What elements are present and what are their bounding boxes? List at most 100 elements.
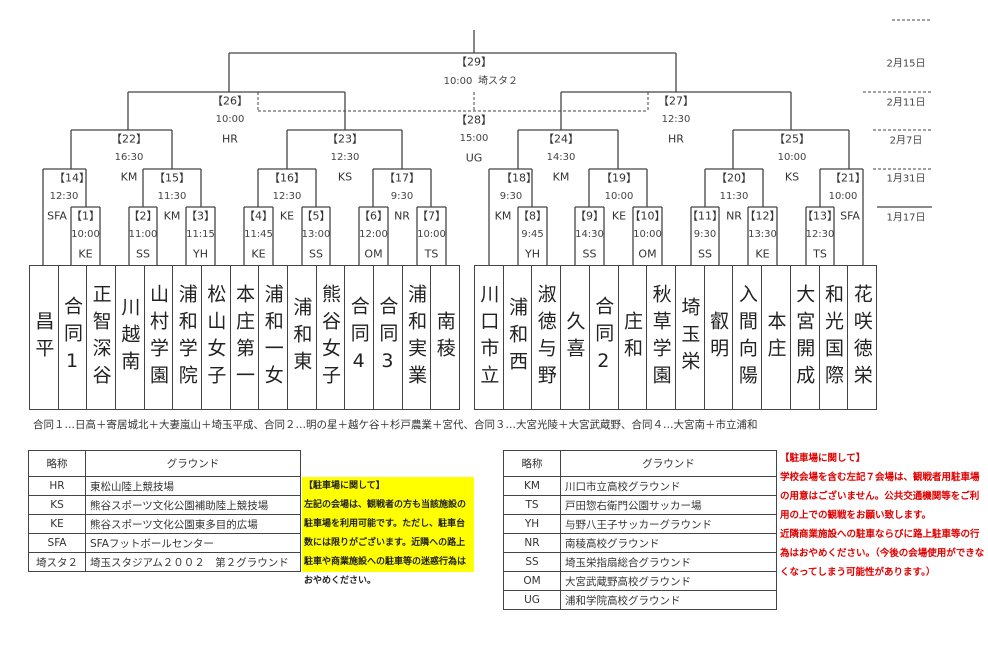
team-cell: 浦和学院: [173, 266, 203, 409]
team-cell: 埼玉栄: [676, 266, 705, 409]
match-number: 【13】: [802, 209, 838, 223]
team-name: 浦和東: [290, 297, 313, 378]
match-venue: TS: [813, 247, 827, 261]
match-venue: SFA: [840, 209, 860, 223]
match-venue: KE: [611, 209, 627, 223]
match-number: 【27】: [658, 94, 694, 108]
team-name: 浦和学院: [175, 283, 198, 392]
match-venue: KE: [251, 247, 266, 261]
team-name: 秋草学園: [649, 283, 672, 392]
team-cell: 和光国際: [820, 266, 849, 409]
match-number: 【29】: [456, 55, 492, 69]
match-number: 【12】: [744, 209, 781, 223]
match-number: 【24】: [543, 132, 579, 146]
team-name: 庄和: [620, 310, 643, 365]
match-time: 10:00: [828, 191, 858, 202]
match-venue: KM: [552, 170, 570, 184]
header-abbr: 略称: [503, 450, 561, 477]
header-abbr: 略称: [28, 450, 86, 477]
match-venue: SS: [582, 247, 597, 261]
venue-ground: 埼玉栄指扇総合グラウンド: [560, 552, 777, 572]
team-name: 叡明: [707, 310, 730, 365]
match-number: 【14】: [54, 171, 90, 185]
team-cell: 秋草学園: [647, 266, 677, 409]
venue-ground: 南稜高校グラウンド: [560, 533, 777, 553]
team-cell: 昌平: [30, 266, 59, 409]
venue-abbr: SFA: [28, 533, 86, 553]
parking-note-body-2: 近隣商業施設への駐車ならびに路上駐車等の行為はおやめください。（今後の会場使用が…: [780, 529, 985, 578]
match-time: 13:30: [748, 229, 777, 240]
team-name: 川口市立: [477, 283, 500, 392]
team-cell: 川越南: [116, 266, 145, 409]
joint-team-footnote: 合同１…日高＋寄居城北＋大妻嵐山＋埼玉平成、合同２…明の星＋越ケ谷＋杉戸農業＋宮…: [33, 419, 758, 431]
match-venue: HR: [668, 132, 684, 146]
venue-abbr: TS: [503, 495, 561, 515]
parking-note-title: 【駐車場に関して】: [304, 481, 385, 491]
venue-ground: SFAフットボールセンター: [85, 533, 301, 553]
parking-note-body: 学校会場を含む左記７会場は、観戦者用駐車場の用意はございません。公共交通機関等を…: [780, 472, 980, 521]
table-header-row: 略称 グラウンド: [503, 450, 777, 477]
team-cell: 正智深谷: [87, 266, 117, 409]
team-cell: 合同3: [374, 266, 403, 409]
venue-ground: 大宮武蔵野高校グラウンド: [560, 571, 777, 591]
match-time: 10:00: [443, 76, 473, 87]
team-cell: 浦和実業: [403, 266, 432, 409]
team-name: 久喜: [563, 310, 586, 365]
match-venue: YH: [193, 247, 208, 261]
team-name: 本庄第一: [233, 283, 256, 392]
match-time: 14:30: [575, 229, 604, 240]
team-cell: 叡明: [705, 266, 734, 409]
match-number: 【9】: [575, 209, 604, 223]
match-number: 【26】: [212, 94, 248, 108]
round-date: 2月7日: [889, 135, 923, 147]
venue-ground: 熊谷スポーツ文化公園補助陸上競技場: [85, 495, 301, 515]
venue-abbr: SS: [503, 552, 561, 572]
match-venue: SFA: [47, 209, 67, 223]
match-venue: OM: [638, 247, 657, 261]
match-time: 12:30: [272, 191, 302, 202]
match-number: 【28】: [456, 113, 492, 127]
team-name: 松山女子: [204, 283, 227, 392]
match-number: 【11】: [687, 209, 723, 223]
match-venue: KS: [784, 170, 800, 184]
match-time: 11:45: [244, 229, 273, 240]
match-number: 【7】: [417, 209, 446, 223]
team-cell: 花咲徳栄: [848, 266, 876, 409]
match-venue: SS: [698, 247, 712, 261]
team-cell: 淑徳与野: [532, 266, 562, 409]
team-name: 浦和一女: [261, 283, 284, 392]
match-time: 9:30: [390, 191, 414, 202]
venue-ground: 川口市立高校グラウンド: [560, 476, 777, 496]
match-venue: KM: [163, 209, 181, 223]
match-time: 12:30: [661, 114, 691, 125]
parking-note-red: 【駐車場に関して】 学校会場を含む左記７会場は、観戦者用駐車場の用意はございませ…: [780, 449, 985, 582]
match-number: 【4】: [244, 209, 273, 223]
team-cell: 合同1: [59, 266, 88, 409]
match-number: 【19】: [601, 171, 637, 185]
team-cell: 合同2: [590, 266, 619, 409]
match-venue: YH: [525, 247, 540, 261]
team-cell: 山村学園: [145, 266, 174, 409]
team-name: 正智深谷: [89, 283, 112, 392]
match-time: 10:00: [71, 229, 100, 240]
venue-ground: 埼玉スタジアム２００２ 第２グラウンド: [85, 552, 301, 572]
venue-ground: 熊谷スポーツ文化公園東多目的広場: [85, 514, 301, 534]
team-cell: 南稜: [431, 266, 459, 409]
team-cell: 庄和: [619, 266, 648, 409]
match-number: 【10】: [629, 209, 666, 223]
team-cell: 川口市立: [475, 266, 504, 409]
team-name: 浦和西: [506, 297, 529, 378]
venue-abbr: 埼スタ２: [28, 552, 86, 572]
team-name: 花咲徳栄: [850, 283, 873, 392]
match-time: 10:00: [777, 152, 807, 163]
match-time: 9:30: [499, 191, 523, 202]
